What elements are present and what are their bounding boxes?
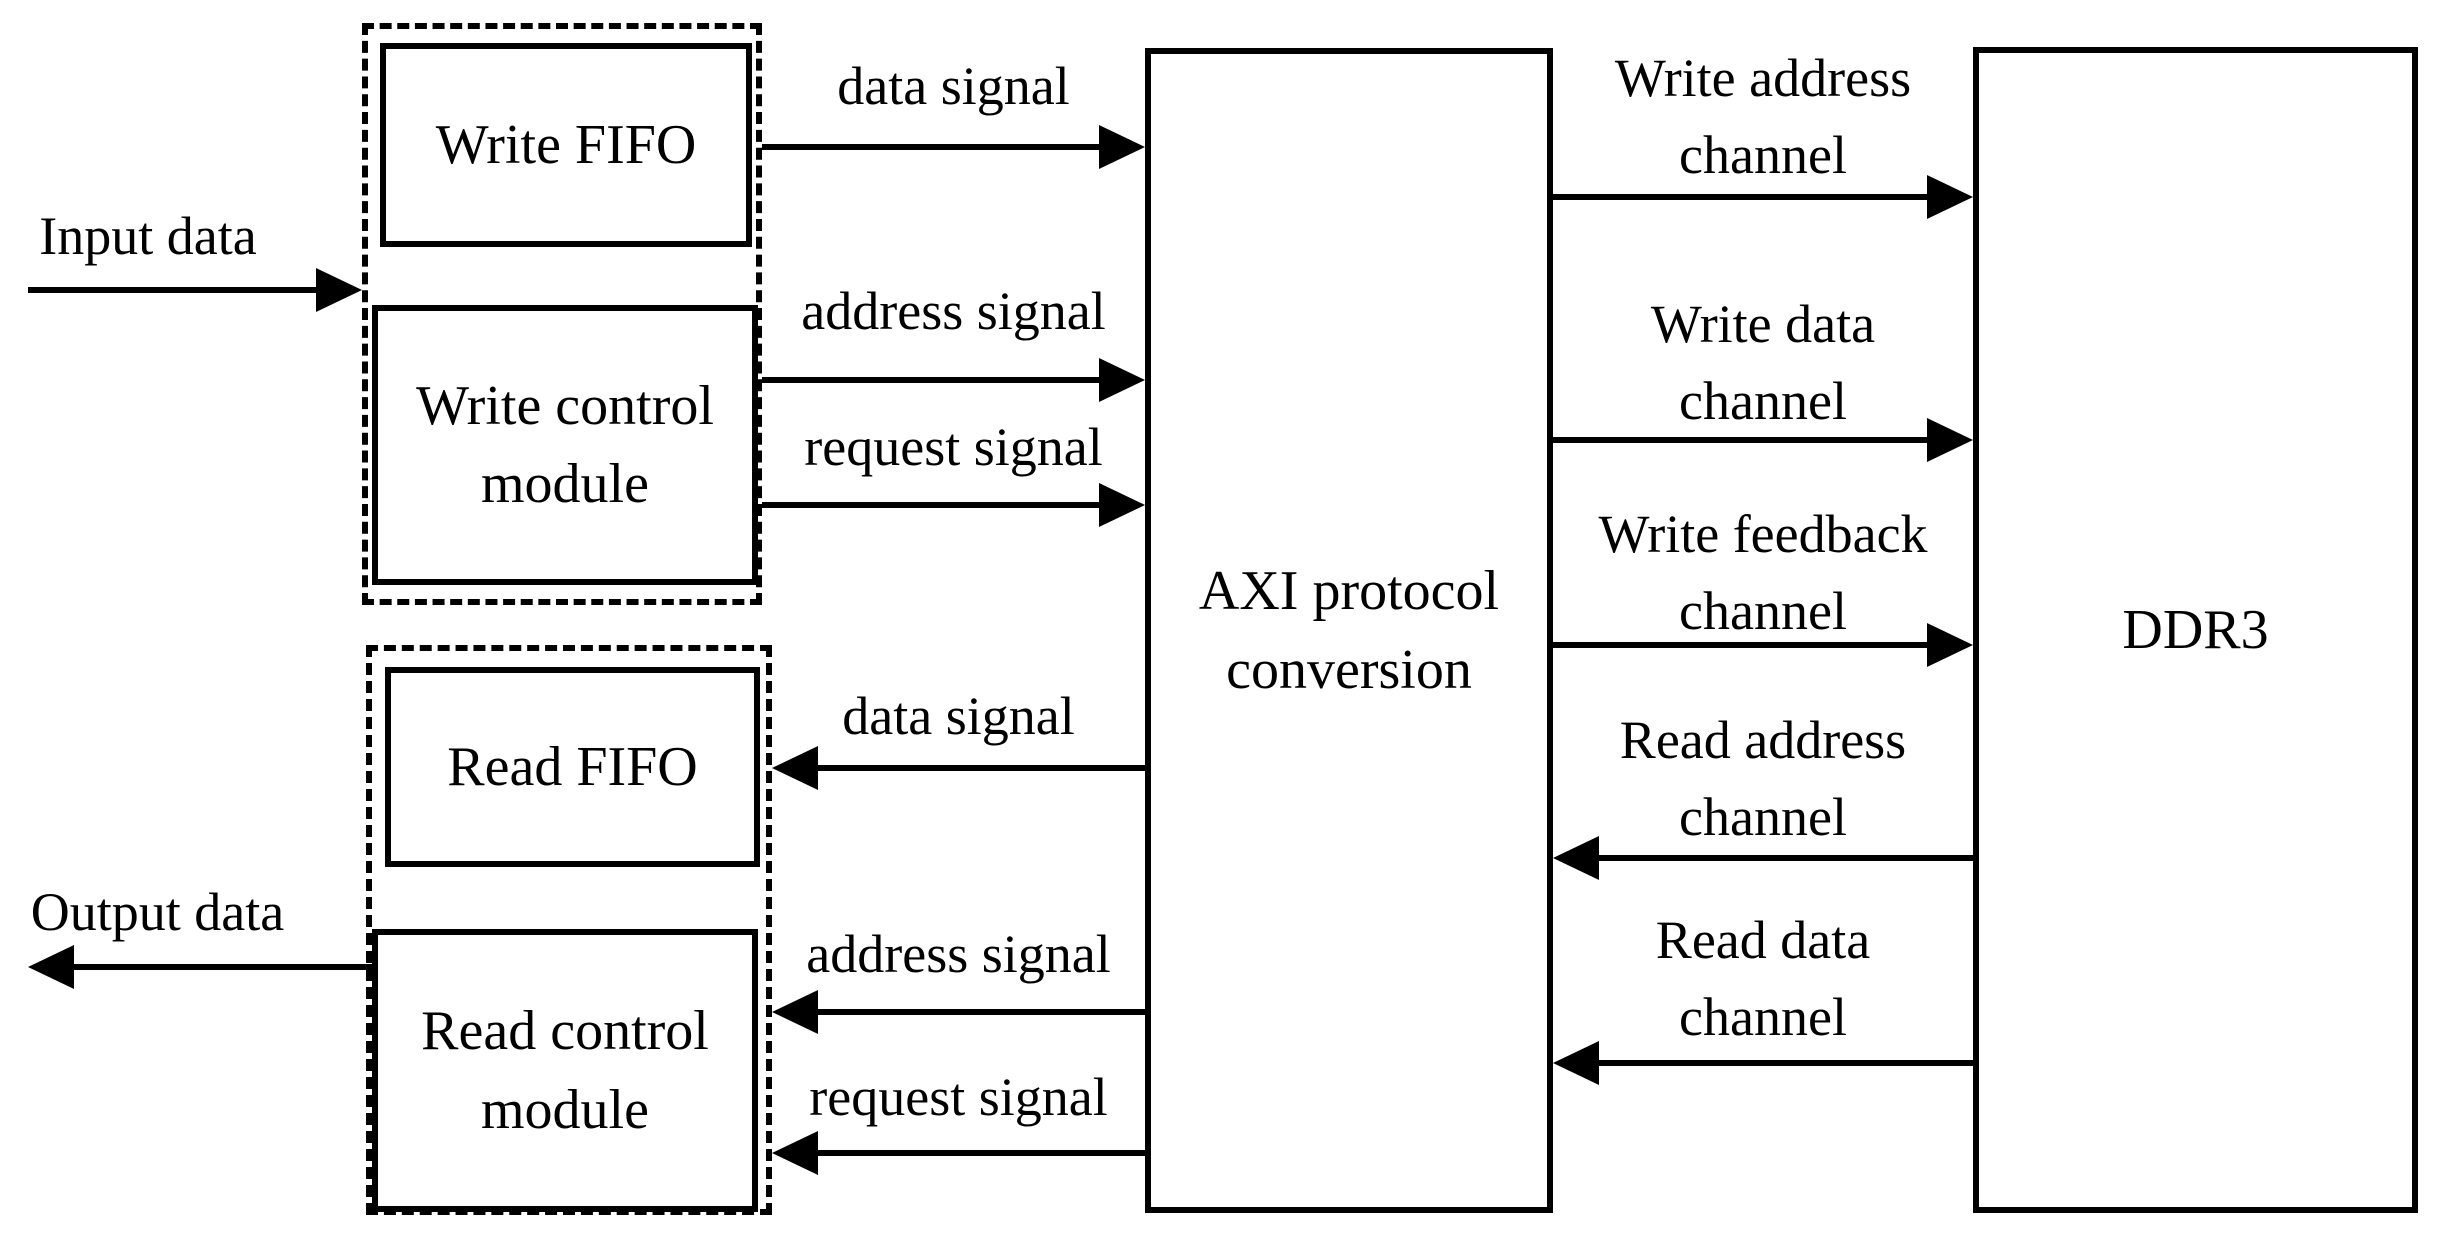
write-data-signal-arrow	[762, 125, 1145, 169]
read-address-channel-label: Read address channel	[1619, 710, 1907, 847]
read-request-signal-label: request signal	[809, 1067, 1108, 1127]
write-data-channel-arrow	[1553, 418, 1973, 462]
write-fifo-label: Write FIFO	[435, 113, 697, 176]
write-request-signal-label: request signal	[804, 417, 1103, 477]
output-data-label: Output data	[30, 882, 285, 942]
axi-protocol-conversion-box: AXI protocol conversion	[1145, 48, 1553, 1213]
read-group-box	[366, 645, 772, 1215]
ddr3-label: DDR3	[2122, 598, 2269, 661]
read-request-signal-arrow	[772, 1131, 1145, 1175]
read-control-label: Read control module	[421, 1000, 709, 1141]
input-data-arrow	[28, 268, 362, 312]
write-request-signal-arrow	[762, 483, 1145, 527]
write-feedback-channel-arrow	[1553, 623, 1973, 667]
write-feedback-channel-label: Write feedback channel	[1598, 504, 1928, 641]
write-address-signal-arrow	[762, 358, 1145, 402]
write-data-signal-label: data signal	[837, 56, 1070, 116]
axi-protocol-conversion-label: AXI protocol conversion	[1198, 560, 1500, 701]
write-control-box: Write control module	[372, 305, 758, 585]
read-data-signal-label: data signal	[842, 686, 1075, 746]
write-address-channel-arrow	[1553, 175, 1973, 219]
read-data-channel-arrow	[1553, 1041, 1973, 1085]
read-address-signal-label: address signal	[806, 924, 1111, 984]
read-fifo-label: Read FIFO	[447, 735, 698, 798]
write-fifo-box: Write FIFO	[380, 43, 752, 247]
write-data-channel-label: Write data channel	[1650, 294, 1876, 431]
output-data-arrow	[28, 945, 372, 989]
read-address-channel-arrow	[1553, 836, 1973, 880]
read-address-signal-arrow	[772, 990, 1145, 1034]
read-control-box: Read control module	[372, 929, 758, 1212]
input-data-label: Input data	[39, 206, 257, 266]
read-data-channel-label: Read data channel	[1655, 910, 1871, 1047]
write-group-box	[362, 23, 762, 605]
write-address-signal-label: address signal	[801, 281, 1106, 341]
write-control-label: Write control module	[416, 374, 714, 515]
read-data-signal-arrow	[772, 746, 1145, 790]
ddr3-box: DDR3	[1973, 47, 2418, 1213]
read-fifo-box: Read FIFO	[385, 667, 760, 867]
write-address-channel-label: Write address channel	[1614, 48, 1912, 185]
